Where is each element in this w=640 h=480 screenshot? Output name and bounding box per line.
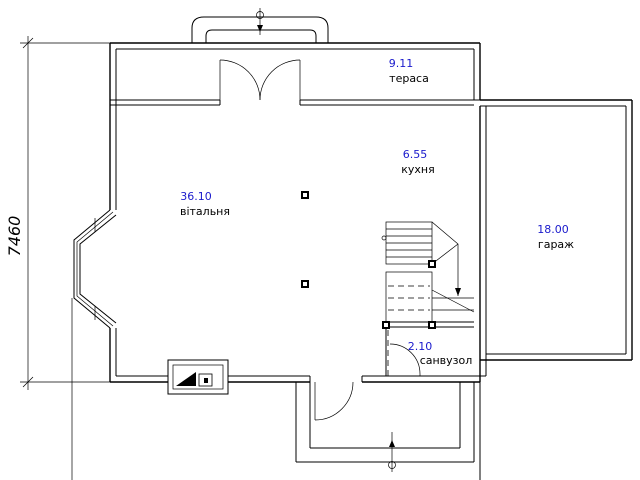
terrace-area: 9.11 [389,57,414,70]
bottom-wall [71,298,486,480]
column [428,321,436,329]
staircase [381,221,475,328]
bottom-porch [295,381,475,472]
outer-walls [109,42,481,382]
garage-area: 18.00 [537,223,569,236]
fireplace [167,359,229,395]
bay-window [73,209,117,329]
dimension-line [20,36,110,390]
bathroom-name: санвузол [420,354,473,367]
top-porch [191,8,329,43]
kitchen-name: кухня [401,163,434,176]
column [301,280,309,288]
garage-name: гараж [538,238,574,251]
column [428,260,436,268]
garage-walls [479,99,633,382]
dimension-label: 7460 [5,216,24,257]
kitchen-area: 6.55 [403,148,428,161]
terrace-wall [110,59,480,106]
column [382,321,390,329]
bathroom-area: 2.10 [408,340,433,353]
living-name: вітальня [180,205,230,218]
living-area: 36.10 [180,190,212,203]
column [301,191,309,199]
bathroom-walls [385,327,421,376]
terrace-name: тераса [389,72,429,85]
